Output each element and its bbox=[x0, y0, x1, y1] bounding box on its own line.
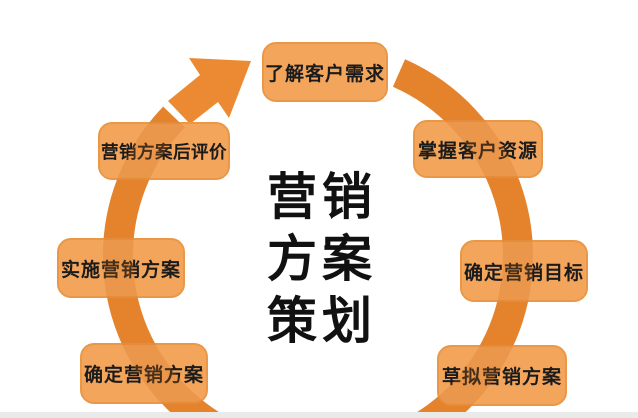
node-label: 了解客户需求 bbox=[264, 63, 385, 85]
node-grasp-customer-resources: 掌握客户资源 bbox=[413, 120, 543, 178]
node-label: 草拟营销方案 bbox=[441, 367, 562, 388]
bottom-edge-strip bbox=[0, 412, 638, 418]
node-label: 确定营销目标 bbox=[463, 262, 584, 284]
node-finalize-marketing-plan: 确定营销方案 bbox=[80, 343, 208, 404]
node-label: 确定营销方案 bbox=[83, 365, 204, 386]
node-draft-marketing-plan: 草拟营销方案 bbox=[437, 345, 567, 406]
node-implement-marketing-plan: 实施营销方案 bbox=[57, 238, 185, 298]
arrowhead-icon bbox=[168, 58, 251, 124]
node-label: 实施营销方案 bbox=[60, 259, 181, 281]
node-label: 掌握客户资源 bbox=[417, 140, 538, 162]
title-line-1: 营销 bbox=[267, 169, 377, 225]
node-understand-customer-needs: 了解客户需求 bbox=[262, 42, 388, 102]
node-set-marketing-goals: 确定营销目标 bbox=[460, 240, 588, 302]
title-line-3: 策划 bbox=[267, 293, 377, 349]
node-label: 营销方案后评价 bbox=[101, 141, 227, 162]
page-title: 营销 方案 策划 bbox=[237, 166, 407, 352]
title-line-2: 方案 bbox=[267, 231, 377, 287]
node-post-evaluate-marketing-plan: 营销方案后评价 bbox=[98, 122, 230, 180]
